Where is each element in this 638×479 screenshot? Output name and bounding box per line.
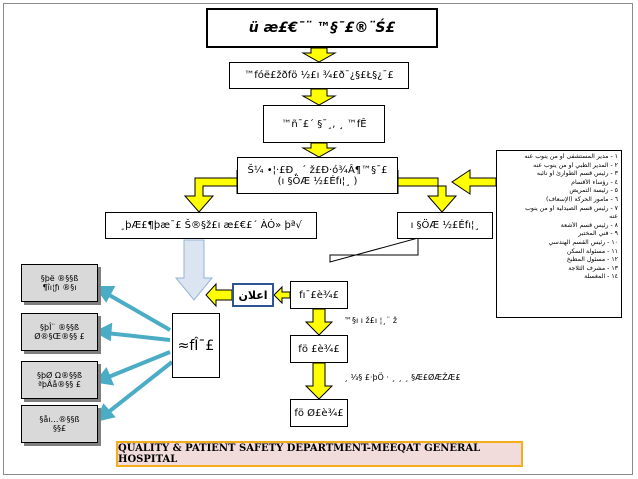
list-item: ١٤ - المغسلة (584, 273, 618, 281)
left-box-3-line1: §þØ Ω®§§ß (36, 371, 83, 380)
chain3-node: fö Ø£è¾£ (290, 399, 348, 427)
chart-title: ü æ£€¯¨ ™§¯£®¨Ś£ (206, 8, 438, 48)
footer-banner: QUALITY & PATIENT SAFETY DEPARTMENT-MEEQ… (116, 441, 523, 467)
slide-frame (3, 3, 633, 475)
left-box-4-line1: §åı…®§§ß (39, 415, 80, 424)
right-main-node: ı §ÖÆ ½£Éfı¦¸ (397, 212, 493, 239)
level3-line2: (ı §ÖÆ ½£Éfı¦¸ ) (277, 175, 358, 187)
arrow-level1-to-level2 (301, 88, 337, 106)
arrow-chain1-to-ad (273, 285, 291, 305)
list-item: عنه (609, 213, 618, 221)
list-item: ١١ - مسئولة السكن (566, 247, 618, 255)
left-box-1-line2: ¶îı¦ƒı ®§ı (42, 283, 77, 292)
left-box-2-line1: §þÎ¨ ®§§ß (39, 323, 80, 332)
left-box-1-line1: §þë ®§§ß (40, 274, 79, 283)
level1-node: ™fóë£žðfö ½£ı ¾£ð¯¿§£Ł§¿¯£ (229, 62, 409, 89)
chain2-node: fö £è¾£ (290, 335, 348, 363)
blue-arrows (93, 286, 174, 422)
left-box-3: §þØ Ω®§§ß ªþÂå®§§ £ (21, 361, 98, 399)
level2-node: ™ñ­¯£´ §¯¸, ¸ ™fÊ (263, 105, 385, 143)
center-node: ≈fÎ¯£ (172, 313, 220, 378)
left-box-4: §åı…®§§ß §§£ (21, 405, 98, 443)
list-item: ٦ - مأمور الحركة (الإسعاف) (546, 195, 618, 203)
arrow-chain1-to-chain2 (304, 308, 334, 336)
list-item: ٢ - المدير الطبي أو من ينوب عنه (533, 161, 618, 169)
level3-line1: Š¼ •¦·£Ð¸ ´ ž£Ð·ó¾Â¶™§¯£ (247, 164, 388, 176)
list-item: ٩ - فني المختبر (578, 230, 618, 238)
arrow-right-to-ad (329, 237, 419, 263)
level3-node: Š¼ •¦·£Ð¸ ´ ž£Ð·ó¾Â¶™§¯£ (ı §ÖÆ ½£Éfı¦¸ … (237, 157, 398, 194)
ad-box: اعلان (232, 283, 274, 307)
list-item: ١٣ - مشرف الثلاجة (568, 264, 618, 272)
left-box-2-line2: Ø®§Œ®§§ £ (34, 332, 85, 341)
arrow-level2-to-level3 (301, 142, 337, 158)
list-item: ٥ - رئيسة التمريض (569, 187, 618, 195)
arrow-level3-to-left (183, 170, 238, 213)
arrow-list-to-level3 (451, 169, 497, 195)
note-2: ¸ ⅓§ £·þÖ · ¸ ¸ ¸ §Æ£ØÆŽÆ£ (344, 373, 461, 382)
list-item: ٨ - رئيس قسم الأشعة (560, 221, 618, 229)
list-item: ٧ - رئيس قسم الصيدلية أو من ينوب (525, 204, 618, 212)
list-item: ٣ - رئيس قسم الطوارئ أو نائبه (536, 170, 618, 178)
arrow-chain2-to-chain3 (304, 362, 334, 400)
chain1-node: fı¯£è¾£ (290, 281, 348, 309)
arrow-title-to-level1 (301, 47, 337, 63)
arrow-ad-to-center (205, 282, 233, 308)
list-item: ١ - مدير المستشفى أو من ينوب عنه (524, 153, 618, 160)
committee-members-list: ١ - مدير المستشفى أو من ينوب عنه ٢ - الم… (496, 150, 622, 318)
list-item: ١٠ - رئيس القسم الهندسي (548, 238, 618, 246)
list-item: ١٢ - مسئول المطبخ (566, 256, 618, 264)
left-box-1: §þë ®§§ß ¶îı¦ƒı ®§ı (21, 264, 98, 302)
note-1: ™§ı ı ž£ı ¦¸¨ ž (344, 316, 398, 325)
arrow-level3-to-right (397, 170, 458, 213)
left-box-3-line2: ªþÂå®§§ £ (38, 380, 81, 389)
arrow-center-down (174, 239, 214, 301)
left-box-2: §þÎ¨ ®§§ß Ø®§Œ®§§ £ (21, 313, 98, 351)
left-box-4-line2: §§£ (52, 424, 67, 433)
list-item: ٤ - رؤساء الأقسام (571, 178, 618, 186)
left-main-node: ¸þÆ£¶þæ¯£ Š®§ž£ı æ£€£´ ÀÓ» þª√ (105, 212, 317, 239)
